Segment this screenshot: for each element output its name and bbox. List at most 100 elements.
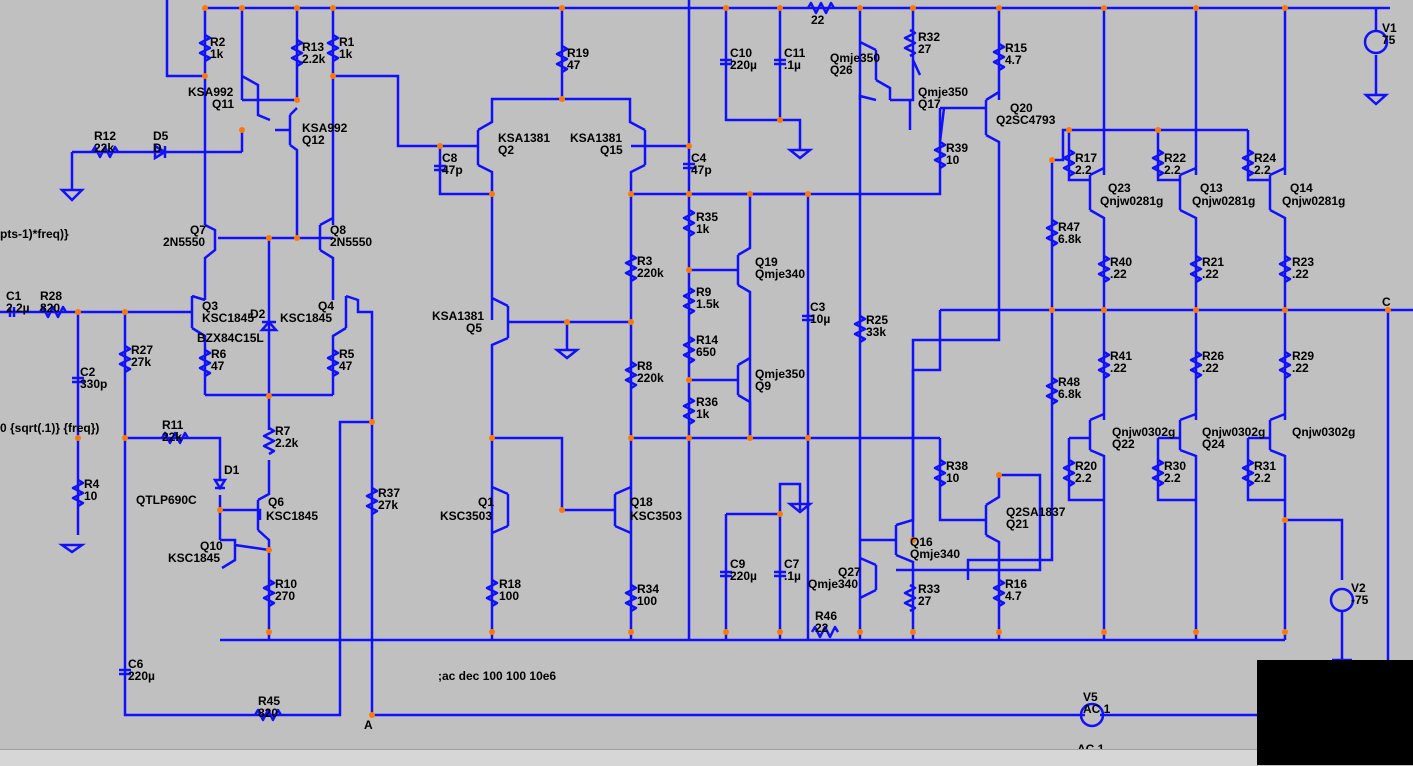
designator-r31: R31 — [1254, 459, 1276, 473]
designator-r15: R15 — [1005, 41, 1027, 55]
designator-r41: R41 — [1110, 349, 1132, 363]
value-r21: .22 — [1202, 267, 1219, 281]
value-r6: 47 — [211, 359, 225, 373]
value-v5: AC 1 — [1083, 702, 1111, 716]
designator-c4: C4 — [691, 151, 707, 165]
designator-r47: R47 — [1058, 220, 1080, 234]
label-q14: Q14 — [1290, 181, 1313, 195]
value-r18: 100 — [499, 589, 519, 603]
value-r33: 27 — [918, 594, 932, 608]
label-q8: Q8 — [330, 223, 346, 237]
value-r1: 1k — [339, 47, 353, 61]
label-q6m: KSC1845 — [266, 509, 318, 523]
value-d5: D — [153, 141, 162, 155]
designator-c8: C8 — [442, 151, 458, 165]
value-r34: 100 — [637, 594, 657, 608]
designator-c9: C9 — [730, 557, 746, 571]
designator-r5: R5 — [339, 347, 355, 361]
designator-r7: R7 — [275, 424, 291, 438]
designator-r2: R2 — [210, 35, 226, 49]
label-q16m: Qmje340 — [910, 547, 960, 561]
designator-c1: C1 — [6, 289, 22, 303]
value-r31: 2.2 — [1254, 471, 1271, 485]
label-q19: Q19 — [755, 255, 778, 269]
designator-d5: D5 — [153, 129, 169, 143]
value-v2: -75 — [1351, 593, 1369, 607]
label-q22n: Q22 — [1112, 437, 1135, 451]
label-q10: Q10 — [200, 539, 223, 553]
value-r15: 4.7 — [1005, 53, 1022, 67]
designator-r38: R38 — [946, 459, 968, 473]
label-nodec: C — [1382, 295, 1391, 309]
label-q4: Q4 — [318, 299, 334, 313]
horizontal-scrollbar[interactable] — [0, 749, 1257, 766]
designator-r23: R23 — [1292, 255, 1314, 269]
designator-r36: R36 — [696, 395, 718, 409]
value-r29: .22 — [1292, 361, 1309, 375]
designator-r20: R20 — [1075, 459, 1097, 473]
designator-r29: R29 — [1292, 349, 1314, 363]
label-q20: Q20 — [1010, 101, 1033, 115]
designator-r34: R34 — [637, 582, 659, 596]
label-q2: KSA1381 — [498, 131, 550, 145]
label-ra: 22 — [811, 13, 825, 27]
value-r13: 2.2k — [302, 52, 326, 66]
value-c6: 220µ — [128, 669, 155, 683]
designator-r33: R33 — [918, 582, 940, 596]
label-q1m: KSC3503 — [440, 509, 492, 523]
label-q17n: Q17 — [918, 97, 941, 111]
label-q11: KSA992 — [188, 85, 234, 99]
label-q16: Q16 — [910, 535, 933, 549]
designator-v2: V2 — [1351, 581, 1366, 595]
value-r48: 6.8k — [1058, 387, 1082, 401]
label-q13: Q13 — [1200, 181, 1223, 195]
designator-r8: R8 — [637, 359, 653, 373]
value-v1: 75 — [1382, 33, 1396, 47]
designator-r25: R25 — [866, 313, 888, 327]
designator-r30: R30 — [1164, 459, 1186, 473]
value-r25: 33k — [866, 325, 886, 339]
designator-r32: R32 — [918, 30, 940, 44]
designator-r18: R18 — [499, 577, 521, 591]
label-q6: Q6 — [268, 495, 284, 509]
label-q19m: Qmje340 — [755, 267, 805, 281]
resistors — [38, 1, 1292, 722]
designator-c6: C6 — [128, 657, 144, 671]
designator-r11: R11 — [162, 418, 184, 432]
value-c8: 47p — [442, 163, 463, 177]
value-r17: 2.2 — [1075, 163, 1092, 177]
value-c1: 2.2µ — [6, 301, 30, 315]
label-q22: Qnjw0302g — [1112, 425, 1175, 439]
designator-r12: R12 — [94, 129, 116, 143]
value-r47: 6.8k — [1058, 232, 1082, 246]
label-q27: Q27 — [838, 565, 861, 579]
label-q18m: KSC3503 — [630, 509, 682, 523]
designator-v5: V5 — [1083, 690, 1098, 704]
value-r27: 27k — [131, 355, 151, 369]
label-q12n: Q12 — [302, 133, 325, 147]
value-r16: 4.7 — [1005, 589, 1022, 603]
designator-r45: R45 — [258, 694, 280, 708]
designator-r16: R16 — [1005, 577, 1027, 591]
designator-r14: R14 — [696, 333, 718, 347]
label-q21: Q2SA1837 — [1006, 505, 1066, 519]
designator-r46: R46 — [815, 609, 837, 623]
designator-r37: R37 — [378, 486, 400, 500]
value-r35: 1k — [696, 222, 710, 236]
label-f1: pts-1)*freq)} — [0, 227, 69, 241]
label-q5n: Q5 — [466, 321, 482, 335]
value-r26: .22 — [1202, 361, 1219, 375]
value-r28: 820 — [40, 301, 60, 315]
designator-c7: C7 — [784, 557, 800, 571]
value-r24: 2.2 — [1254, 163, 1271, 177]
label-q26: Qmje350 — [830, 51, 880, 65]
designator-r39: R39 — [946, 141, 968, 155]
overlay-block — [1257, 660, 1413, 765]
label-q12: KSA992 — [302, 121, 348, 135]
value-r38: 10 — [946, 471, 960, 485]
value-r36: 1k — [696, 407, 710, 421]
value-r2: 1k — [210, 47, 224, 61]
value-r5: 47 — [339, 359, 353, 373]
label-q9n: Q9 — [755, 379, 771, 393]
